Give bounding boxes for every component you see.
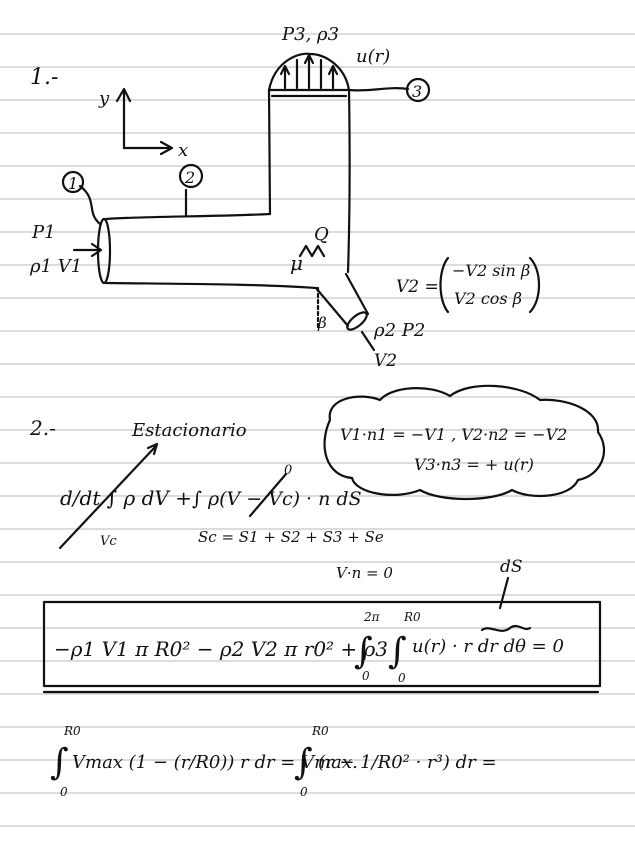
v2-vector-lhs: V2 = — [396, 277, 439, 297]
upper-2pi: 2π — [363, 610, 381, 624]
beta-label: β — [317, 314, 327, 332]
strike-line — [58, 444, 158, 550]
marker-1-circle — [61, 170, 85, 194]
bottom-lower-0-b: 0 — [300, 785, 308, 799]
marker-3: 3 — [412, 82, 422, 101]
integral-sign-4: ∫ — [294, 742, 313, 783]
v2-row2: V2 cos β — [454, 289, 522, 308]
p1-label: P1 — [31, 222, 56, 243]
mu-label: μ — [290, 251, 303, 275]
ds-label: dS — [500, 557, 523, 577]
ruled-lines — [0, 33, 635, 827]
integral-lhs: d/dt ∫ ρ dV + — [60, 486, 192, 510]
lower-0b: 0 — [398, 671, 406, 685]
rho1-v1-label: ρ1 V1 — [29, 256, 82, 277]
integral-sign-1: ∫ — [354, 631, 373, 672]
lower-0a: 0 — [362, 669, 370, 683]
vc-label: Vc — [100, 534, 117, 549]
strike-arrowhead — [146, 442, 159, 456]
bottom-rhs: (r − 1/R0² · r³) dr = — [318, 752, 497, 773]
ur-label: u(r) — [356, 46, 390, 67]
boxed-equation-frame — [42, 600, 602, 688]
integral-sign-2: ∫ — [388, 631, 407, 672]
ds-leader — [498, 576, 510, 610]
marker-2: 2 — [184, 168, 195, 187]
bottom-lhs: Vmax (1 − (r/R0)) r dr = Vmax. — [72, 752, 358, 773]
zero-mark: 0 — [284, 463, 292, 478]
cloud-outline — [323, 384, 606, 501]
control-mark: Q — [314, 224, 329, 245]
section2-number: 2.- — [29, 416, 56, 440]
marker-1: 1 — [68, 174, 78, 193]
marker-2-circle — [178, 163, 204, 189]
vn-zero: V·n = 0 — [336, 564, 393, 582]
v2-row1: −V2 sin β — [452, 261, 530, 280]
flux-strike — [248, 472, 288, 518]
bottom-lower-0: 0 — [60, 785, 68, 799]
p3-label: P3, ρ3 — [281, 24, 339, 45]
axes-icon — [115, 87, 174, 156]
boxed-integrand: u(r) · r dr dθ = 0 — [412, 636, 564, 657]
flux-term: ∫ ρ(V − Vc) · n dS — [192, 488, 362, 510]
paren-left — [439, 256, 450, 314]
sc-definition: Sc = S1 + S2 + S3 + Se — [198, 528, 384, 546]
pipe-diagram — [72, 52, 410, 332]
bottom-upper-r0-b: R0 — [311, 724, 329, 738]
section1-number: 1.- — [30, 65, 58, 90]
boxed-term1: −ρ1 V1 π R0² − ρ2 V2 π r0² + ρ3 — [54, 637, 388, 661]
paren-right — [528, 256, 541, 314]
bottom-upper-r0: R0 — [63, 724, 81, 738]
axis-y-label: y — [98, 88, 110, 109]
tilde-mark — [480, 624, 532, 632]
cloud-line1: V1·n1 = −V1 , V2·n2 = −V2 — [340, 425, 567, 444]
marker-3-circle — [405, 77, 431, 103]
p2-label: ρ2 P2 — [373, 320, 425, 341]
axis-x-label: x — [178, 140, 188, 161]
cloud-line2: V3·n3 = + u(r) — [414, 455, 534, 474]
upper-r0: R0 — [403, 610, 421, 624]
integral-sign-3: ∫ — [50, 742, 69, 783]
v2-label: V2 — [374, 351, 397, 371]
v2-arrow-line — [360, 330, 376, 352]
estacionario-label: Estacionario — [131, 420, 247, 441]
